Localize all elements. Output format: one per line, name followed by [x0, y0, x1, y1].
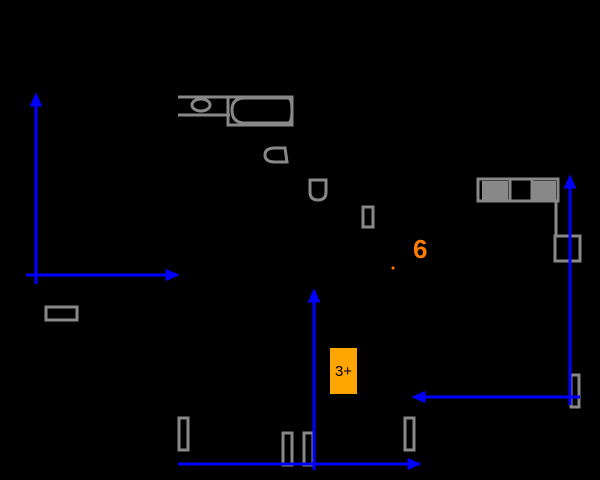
- window-fixture: [44, 305, 79, 322]
- window-fixture: [569, 373, 581, 409]
- marker-dot: [391, 266, 395, 270]
- window-fixture: [403, 416, 416, 452]
- door-fixture: [361, 205, 375, 229]
- toilet-fixture: [263, 146, 289, 164]
- window-fixture: [177, 416, 190, 452]
- orange-marker[interactable]: 6: [413, 234, 428, 264]
- dimension-lines: [26, 92, 580, 471]
- toilet-fixture-2: [308, 178, 328, 202]
- sink-fixture: [178, 95, 230, 117]
- kitchen-counter: [476, 177, 582, 263]
- bathtub-fixture: [226, 95, 294, 127]
- room-badge[interactable]: 3+: [330, 348, 357, 394]
- window-fixture: [281, 431, 294, 467]
- window-fixture: [302, 431, 315, 467]
